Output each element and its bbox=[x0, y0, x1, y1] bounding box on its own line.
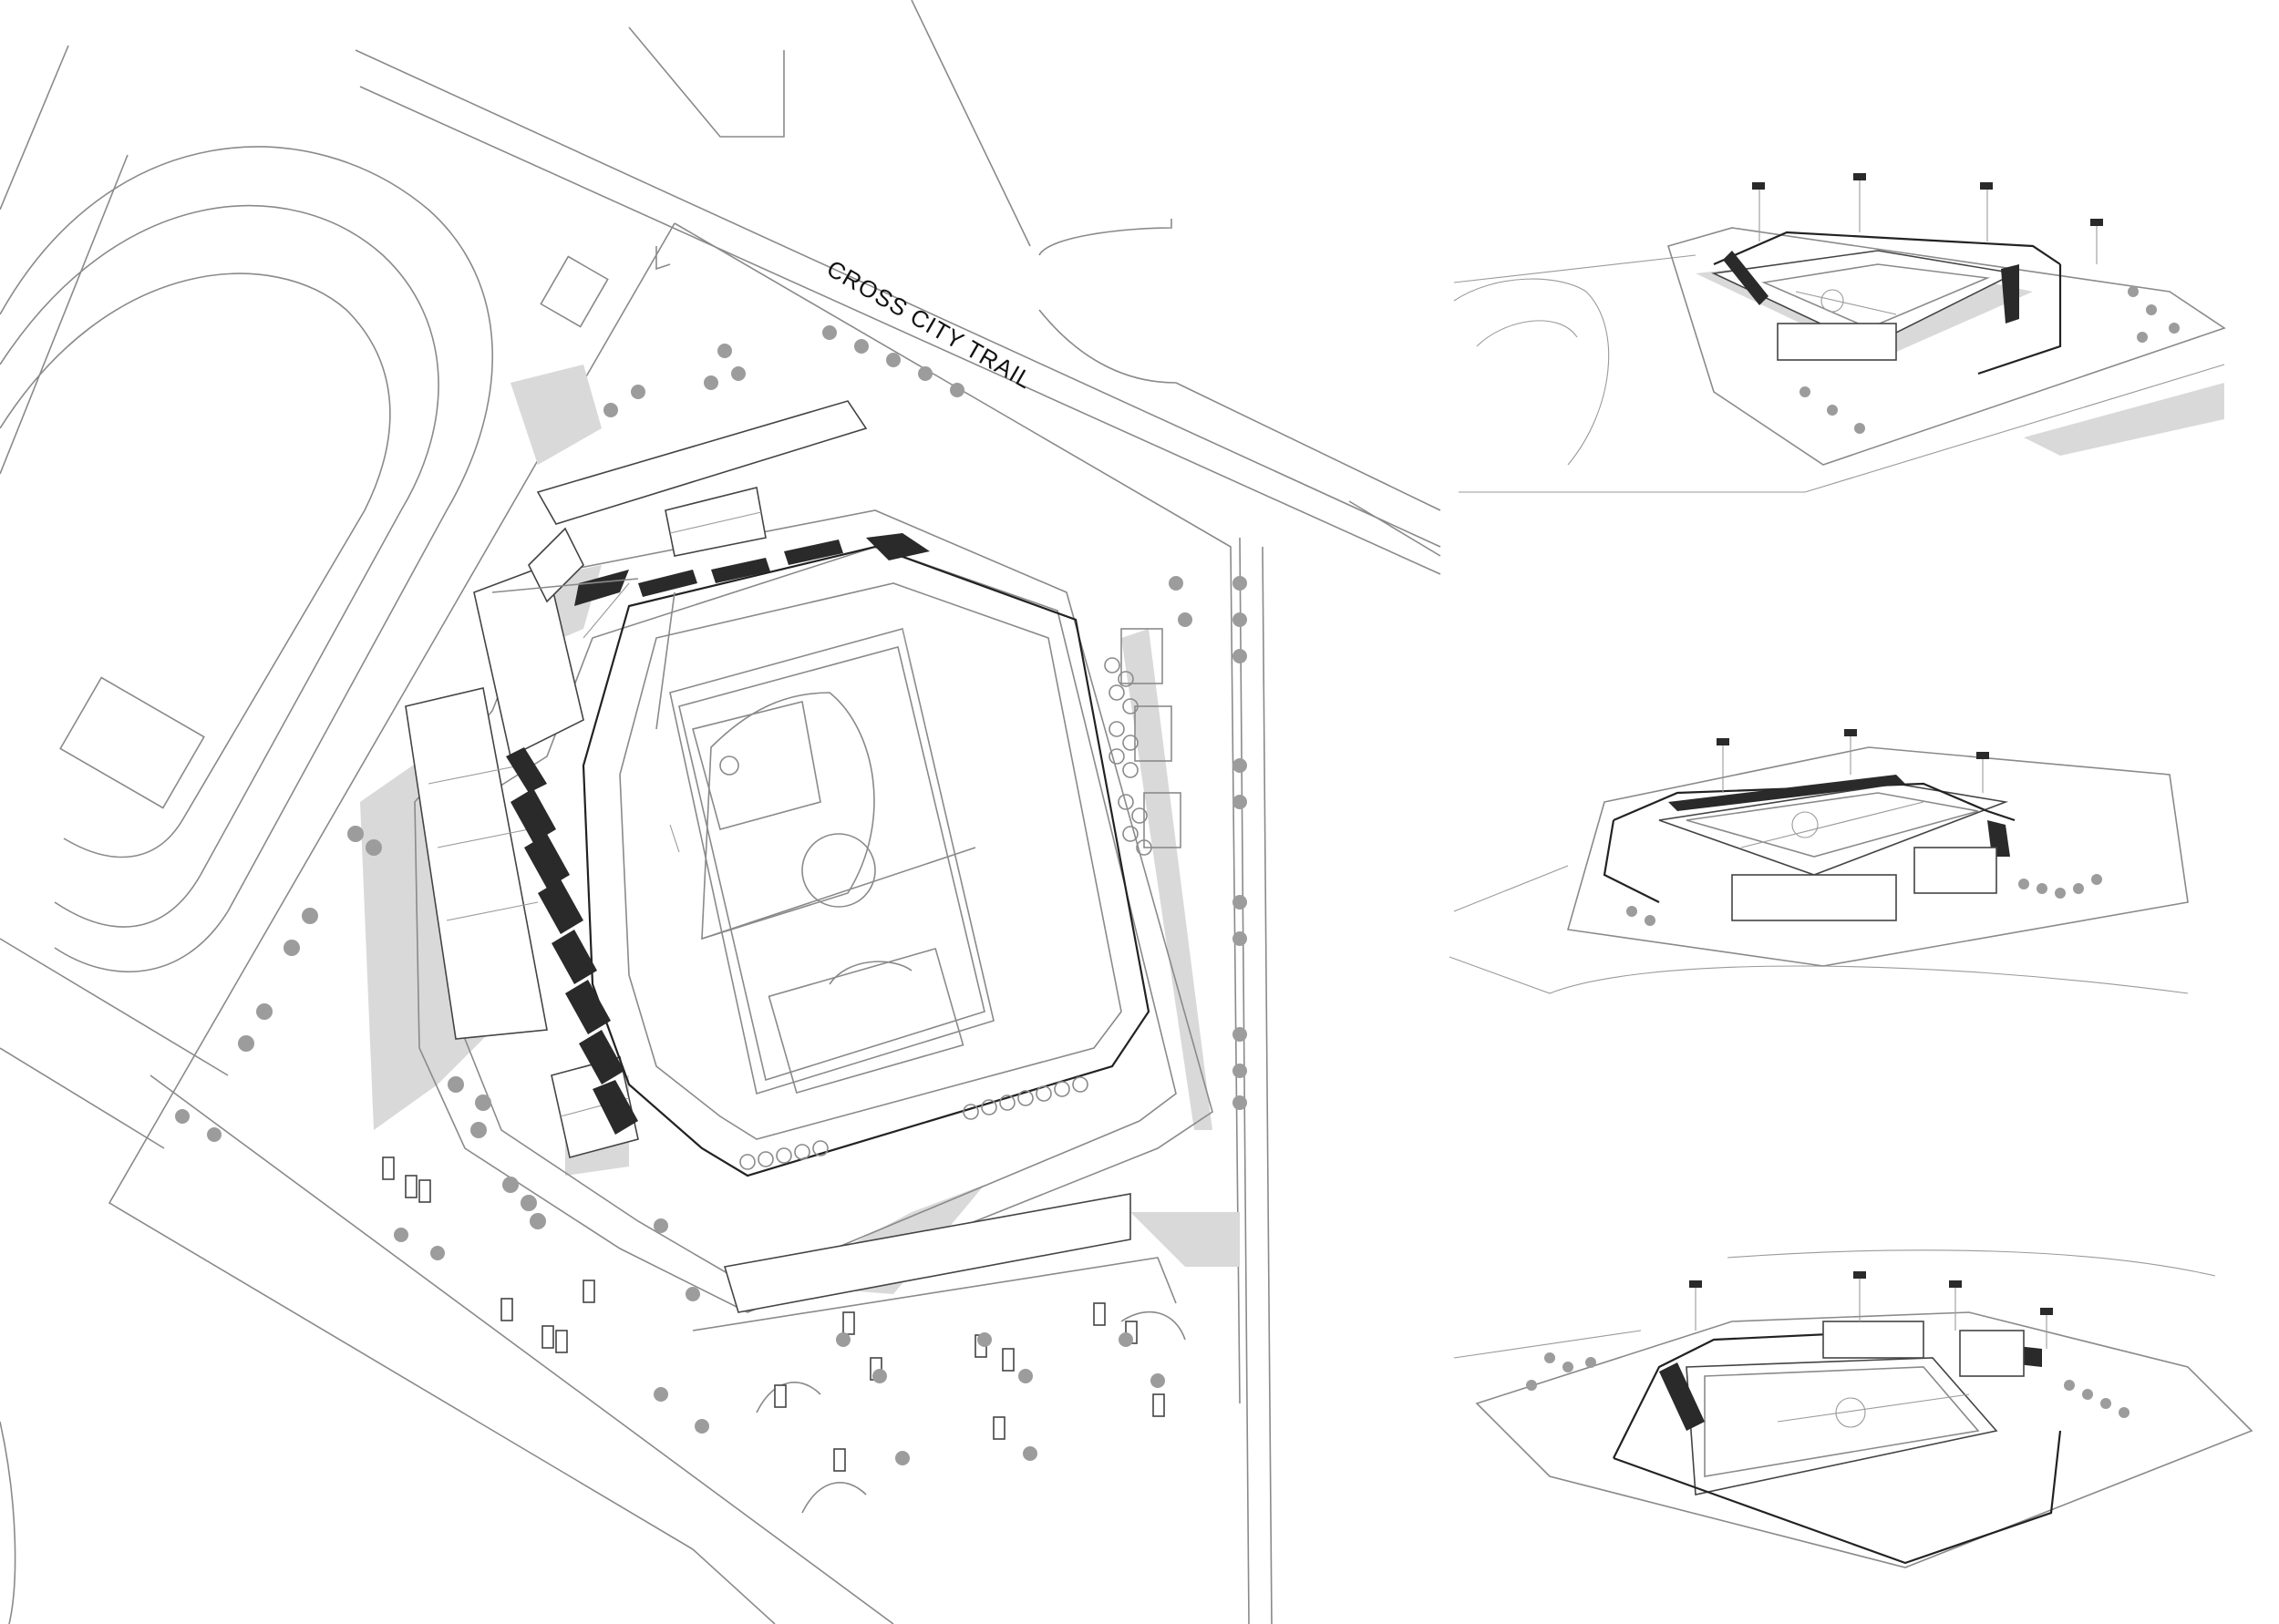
context-streets bbox=[0, 0, 1441, 1624]
aerial-view-3 bbox=[1453, 1249, 2253, 1568]
bleachers bbox=[491, 533, 930, 1135]
site-plan: CROSS CITY TRAIL bbox=[0, 0, 1441, 1624]
parking bbox=[382, 1156, 1186, 1514]
aerial-view-1 bbox=[1453, 173, 2226, 493]
outbuildings bbox=[405, 400, 1131, 1313]
aerial-view-2 bbox=[1449, 729, 2189, 994]
playing-field bbox=[669, 628, 995, 1095]
site-boundary bbox=[108, 222, 1241, 1624]
table-groups bbox=[739, 628, 1181, 1170]
running-track bbox=[0, 146, 609, 972]
stadium-bowl bbox=[582, 545, 1150, 1177]
trees bbox=[175, 325, 1247, 1465]
